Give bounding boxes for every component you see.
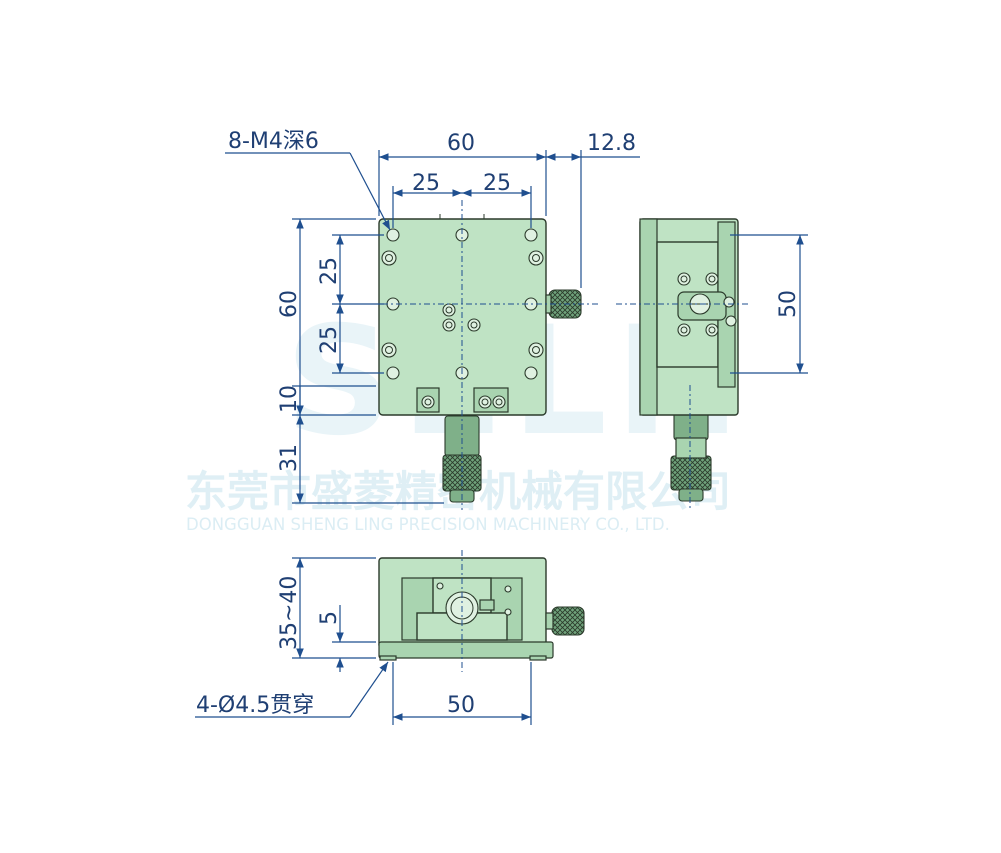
dim-top-offset: 10	[277, 385, 302, 413]
dim-side-span: 50	[776, 290, 801, 318]
dim-front-base: 5	[317, 611, 342, 625]
micrometer-sleeve	[444, 415, 480, 457]
top-view	[368, 200, 598, 510]
dim-top-half-left: 25	[412, 171, 440, 196]
watermark-company-en: DONGGUAN SHENG LING PRECISION MACHINERY …	[186, 515, 670, 534]
dim-top-width: 60	[447, 131, 475, 156]
callout-through-holes: 4-Ø4.5贯穿	[196, 693, 314, 718]
dim-top-upper: 25	[317, 257, 342, 285]
dim-micrometer: 31	[277, 444, 302, 472]
dim-top-lower: 25	[317, 326, 342, 354]
side-view	[616, 218, 748, 510]
front-view-dimensions: 35~40 5 50 4-Ø4.5贯穿	[195, 557, 532, 725]
side-view-dimensions: 50	[730, 234, 808, 374]
dim-front-width: 50	[447, 693, 475, 718]
top-view-dimensions: 60 25 25 12.8 60 25 25 10 31 8-M4深6	[225, 129, 640, 504]
dim-front-height: 35~40	[277, 576, 302, 650]
dim-knob-offset: 12.8	[587, 131, 636, 156]
front-view	[378, 550, 585, 672]
mounting-holes	[381, 228, 544, 380]
dim-top-height: 60	[277, 290, 302, 318]
callout-tapped-holes: 8-M4深6	[228, 129, 319, 154]
dim-top-half-right: 25	[483, 171, 511, 196]
